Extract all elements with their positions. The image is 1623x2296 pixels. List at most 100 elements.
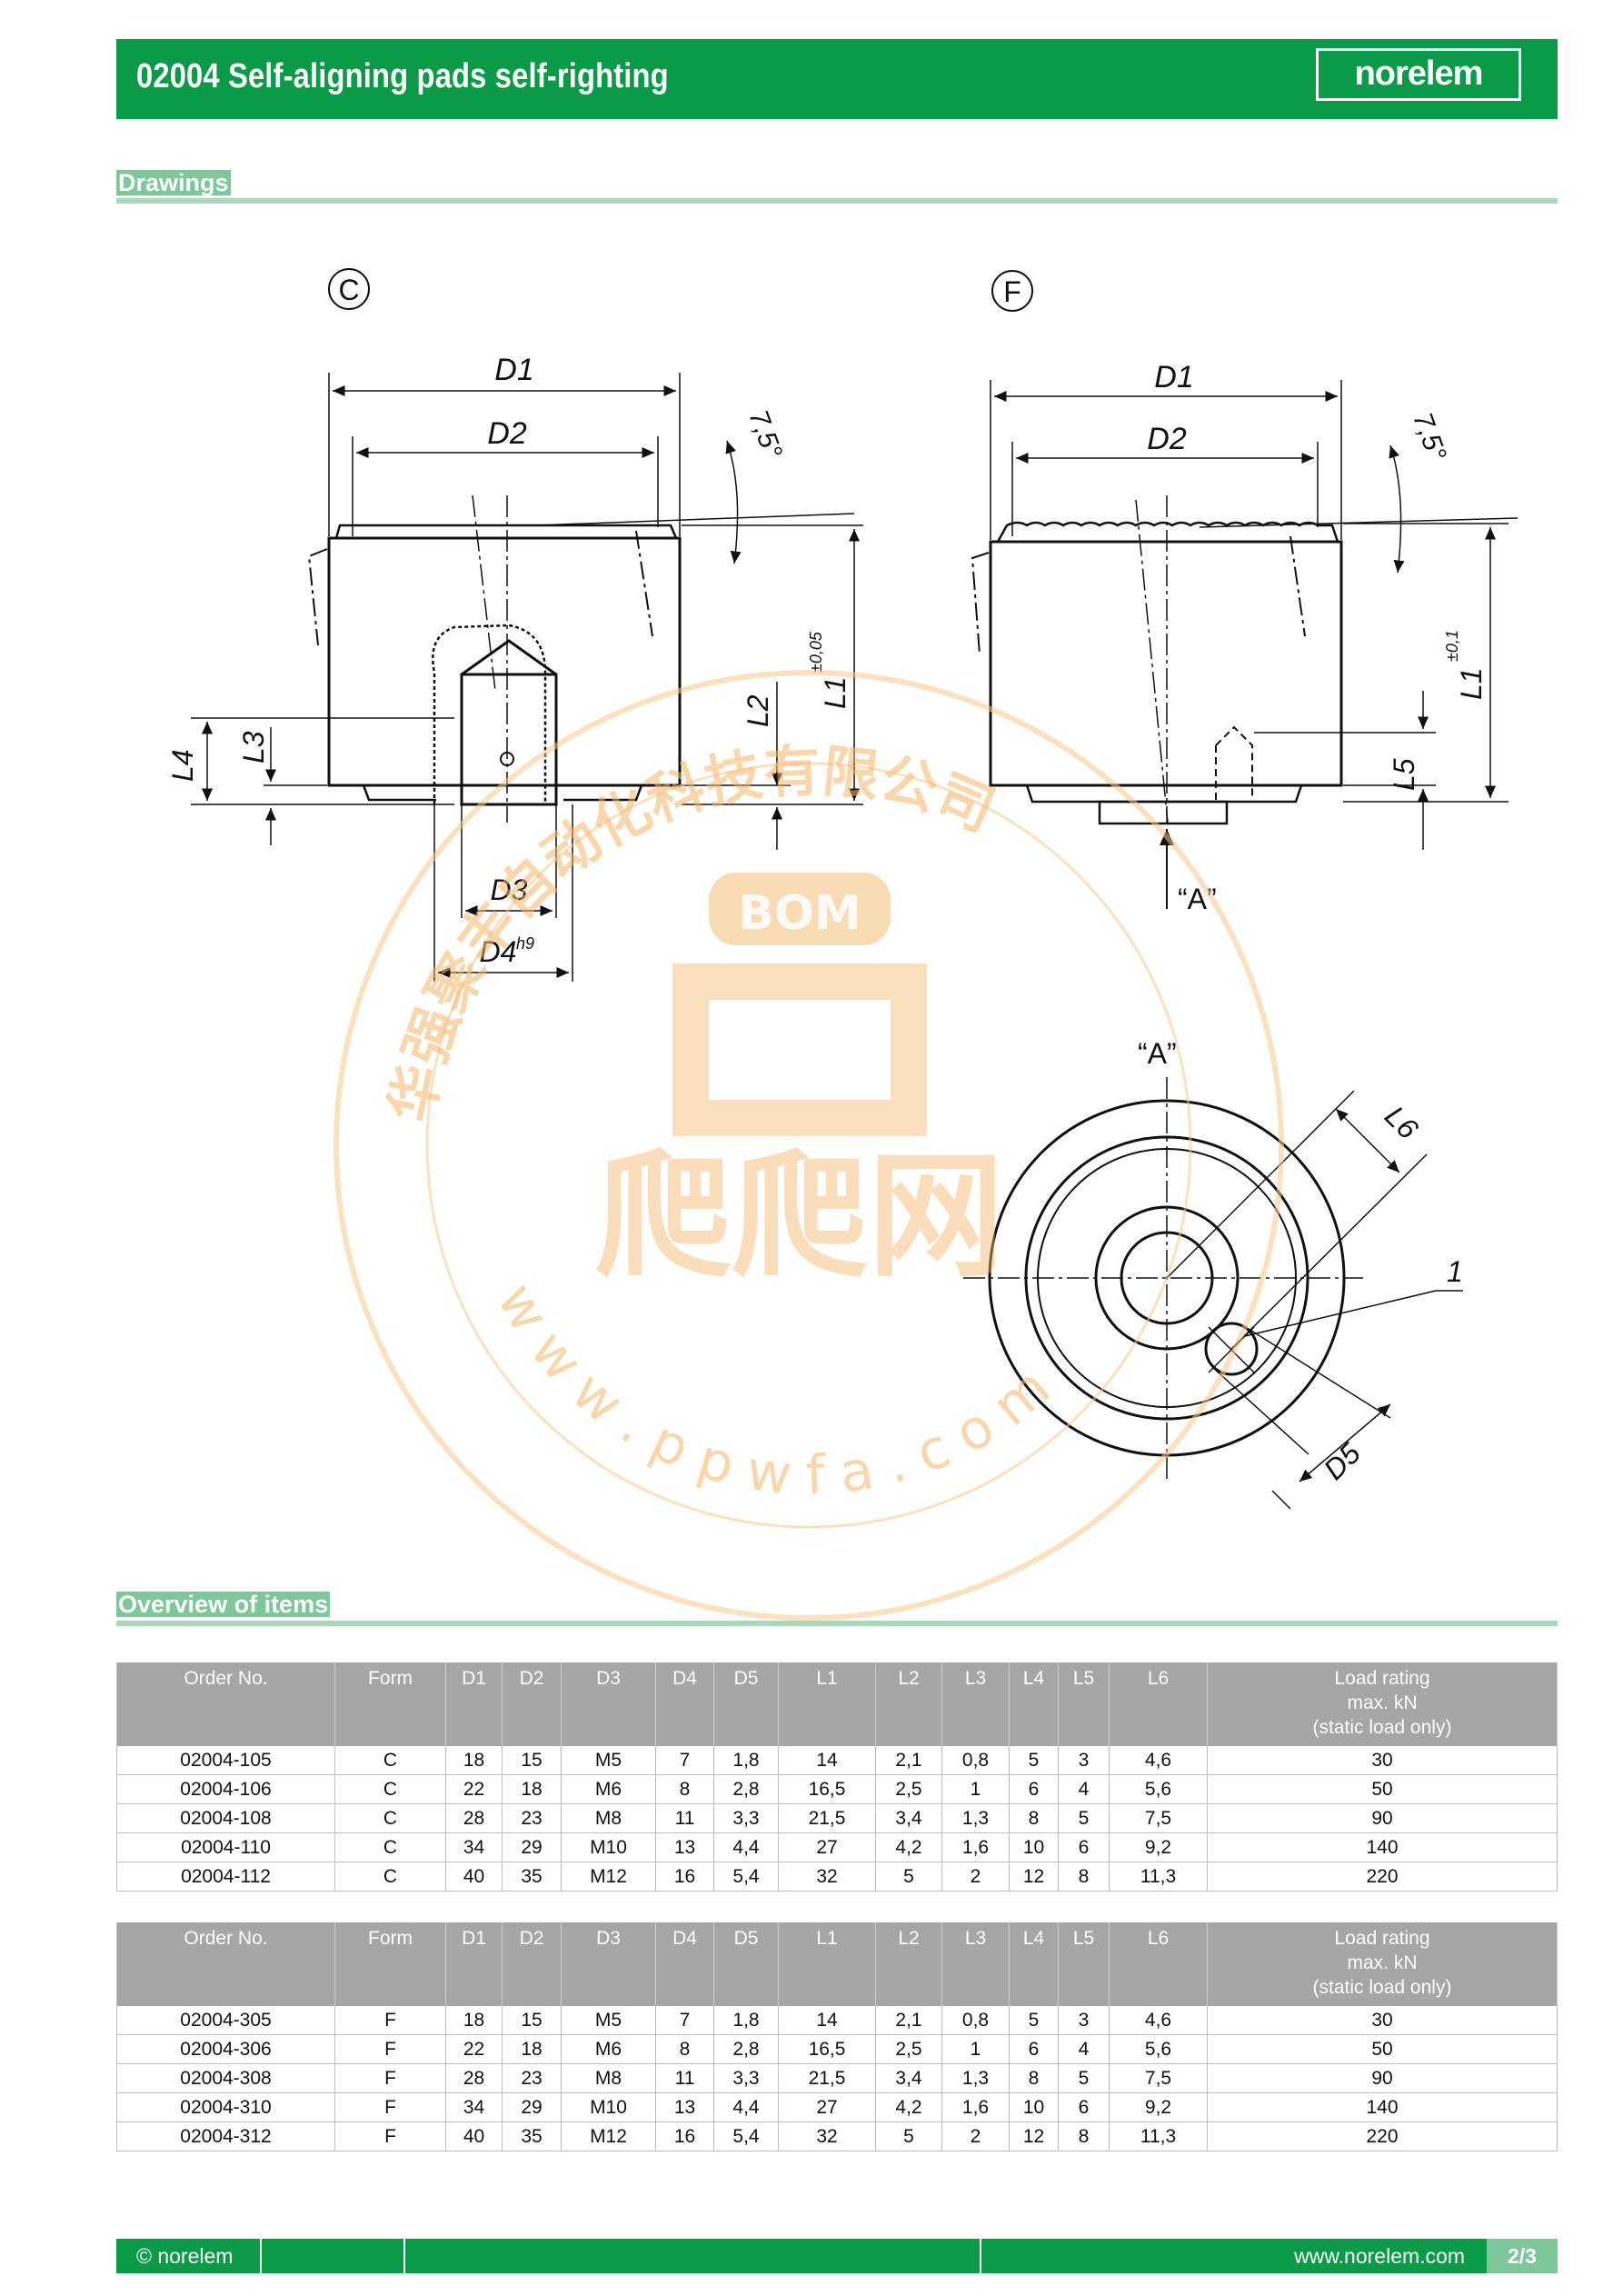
- technical-drawing: C D1 D2 7,5° L1 ±0,05 L2 L4 L3 D3 D4 h: [166, 268, 1518, 1510]
- table-cell: 13: [655, 1832, 714, 1862]
- table-cell: 3,4: [875, 2063, 942, 2093]
- column-header: Form: [334, 1922, 446, 2006]
- table-cell: 02004-108: [116, 1803, 335, 1833]
- table-cell: 5: [1009, 1746, 1059, 1775]
- c-l1-tolerance: ±0,05: [807, 631, 825, 673]
- footer-divider: [403, 2239, 405, 2273]
- footer-website-link[interactable]: www.norelem.com: [1294, 2244, 1465, 2268]
- table-cell: 5,4: [713, 1862, 779, 1892]
- f-d1-label: D1: [1154, 360, 1193, 394]
- column-header: Order No.: [116, 1662, 335, 1746]
- table-cell: 2,8: [713, 2034, 779, 2064]
- table-cell: F: [334, 2121, 446, 2151]
- table-cell: 50: [1207, 2034, 1558, 2064]
- column-header: L3: [941, 1662, 1010, 1746]
- table-cell: 6: [1058, 2092, 1110, 2122]
- table-cell: 9,2: [1109, 1832, 1208, 1862]
- column-header: D1: [445, 1922, 503, 2006]
- table-cell: 35: [502, 1862, 562, 1892]
- table-cell: 2: [941, 2121, 1010, 2151]
- table-cell: 2: [941, 1862, 1010, 1892]
- table-cell: 28: [445, 2063, 503, 2093]
- table-cell: 1,3: [941, 1803, 1010, 1833]
- table-cell: 27: [778, 1832, 876, 1862]
- table-cell: 28: [445, 1803, 503, 1833]
- table-cell: 2,1: [875, 2006, 942, 2035]
- l6-label: L6: [1379, 1099, 1425, 1145]
- column-header: Order No.: [116, 1922, 335, 2006]
- column-header: L4: [1009, 1922, 1059, 2006]
- footer-page-number: 2/3: [1487, 2239, 1558, 2273]
- section-overview-label: Overview of items: [116, 1591, 331, 1618]
- table-cell: F: [334, 2034, 446, 2064]
- page-title: 02004 Self-aligning pads self-righting: [136, 57, 669, 95]
- column-header: D4: [655, 1922, 714, 2006]
- table-cell: 14: [778, 2006, 876, 2035]
- table-cell: 4,2: [875, 1832, 942, 1862]
- view-a-title: “A”: [1138, 1037, 1177, 1070]
- table-cell: 21,5: [778, 1803, 876, 1833]
- callout-1-label: 1: [1447, 1255, 1463, 1288]
- table-cell: 4,4: [713, 2092, 779, 2122]
- table-cell: 02004-308: [116, 2063, 335, 2093]
- form-f-body: [989, 540, 1343, 787]
- c-d2-label: D2: [487, 416, 527, 451]
- table-cell: 8: [1009, 1803, 1059, 1833]
- column-header: D2: [502, 1922, 562, 2006]
- table-cell: 7: [655, 1746, 714, 1775]
- table-cell: 8: [1058, 2121, 1110, 2151]
- table-cell: 4,6: [1109, 2006, 1208, 2035]
- table-cell: 22: [445, 1774, 503, 1804]
- table-cell: 11,3: [1109, 1862, 1208, 1892]
- table-cell: 50: [1207, 1774, 1558, 1804]
- table-cell: 11: [655, 2063, 714, 2093]
- table-cell: 6: [1009, 2034, 1059, 2064]
- table-cell: C: [334, 1774, 446, 1804]
- table-cell: 18: [445, 2006, 503, 2035]
- table-cell: 3,3: [713, 1803, 779, 1833]
- table-cell: 11: [655, 1803, 714, 1833]
- f-l1-label: L1: [1455, 667, 1488, 700]
- c-d3-label: D3: [491, 873, 528, 906]
- table-cell: 2,5: [875, 1774, 942, 1804]
- table-cell: M5: [561, 2006, 656, 2035]
- table-cell: 02004-310: [116, 2092, 335, 2122]
- column-header: D2: [502, 1662, 562, 1746]
- table-cell: C: [334, 1803, 446, 1833]
- table-cell: 12: [1009, 2121, 1059, 2151]
- column-header: L4: [1009, 1662, 1059, 1746]
- table-cell: 16: [655, 2121, 714, 2151]
- table-cell: 5,6: [1109, 2034, 1208, 2064]
- table-cell: 32: [778, 1862, 876, 1892]
- table-cell: 3: [1058, 1746, 1110, 1775]
- column-header: D5: [713, 1922, 779, 2006]
- table-cell: 21,5: [778, 2063, 876, 2093]
- table-cell: 90: [1207, 1803, 1558, 1833]
- table-cell: 3: [1058, 2006, 1110, 2035]
- table-cell: 15: [502, 1746, 562, 1775]
- table-cell: 23: [502, 2063, 562, 2093]
- table-cell: 1,3: [941, 2063, 1010, 2093]
- table-cell: 220: [1207, 1862, 1558, 1892]
- table-cell: M10: [561, 2092, 656, 2122]
- table-cell: 5: [875, 2121, 942, 2151]
- table-cell: 12: [1009, 1862, 1059, 1892]
- form-c-body: [327, 536, 682, 787]
- column-header: L3: [941, 1922, 1010, 2006]
- table-cell: 8: [1009, 2063, 1059, 2093]
- column-header: D4: [655, 1662, 714, 1746]
- column-header: D3: [561, 1922, 656, 2006]
- form-f-circle: [991, 270, 1033, 312]
- section-overview-line: [116, 1621, 1558, 1626]
- table-cell: 1,8: [713, 2006, 779, 2035]
- table-cell: F: [334, 2092, 446, 2122]
- table-cell: 32: [778, 2121, 876, 2151]
- table-cell: 02004-306: [116, 2034, 335, 2064]
